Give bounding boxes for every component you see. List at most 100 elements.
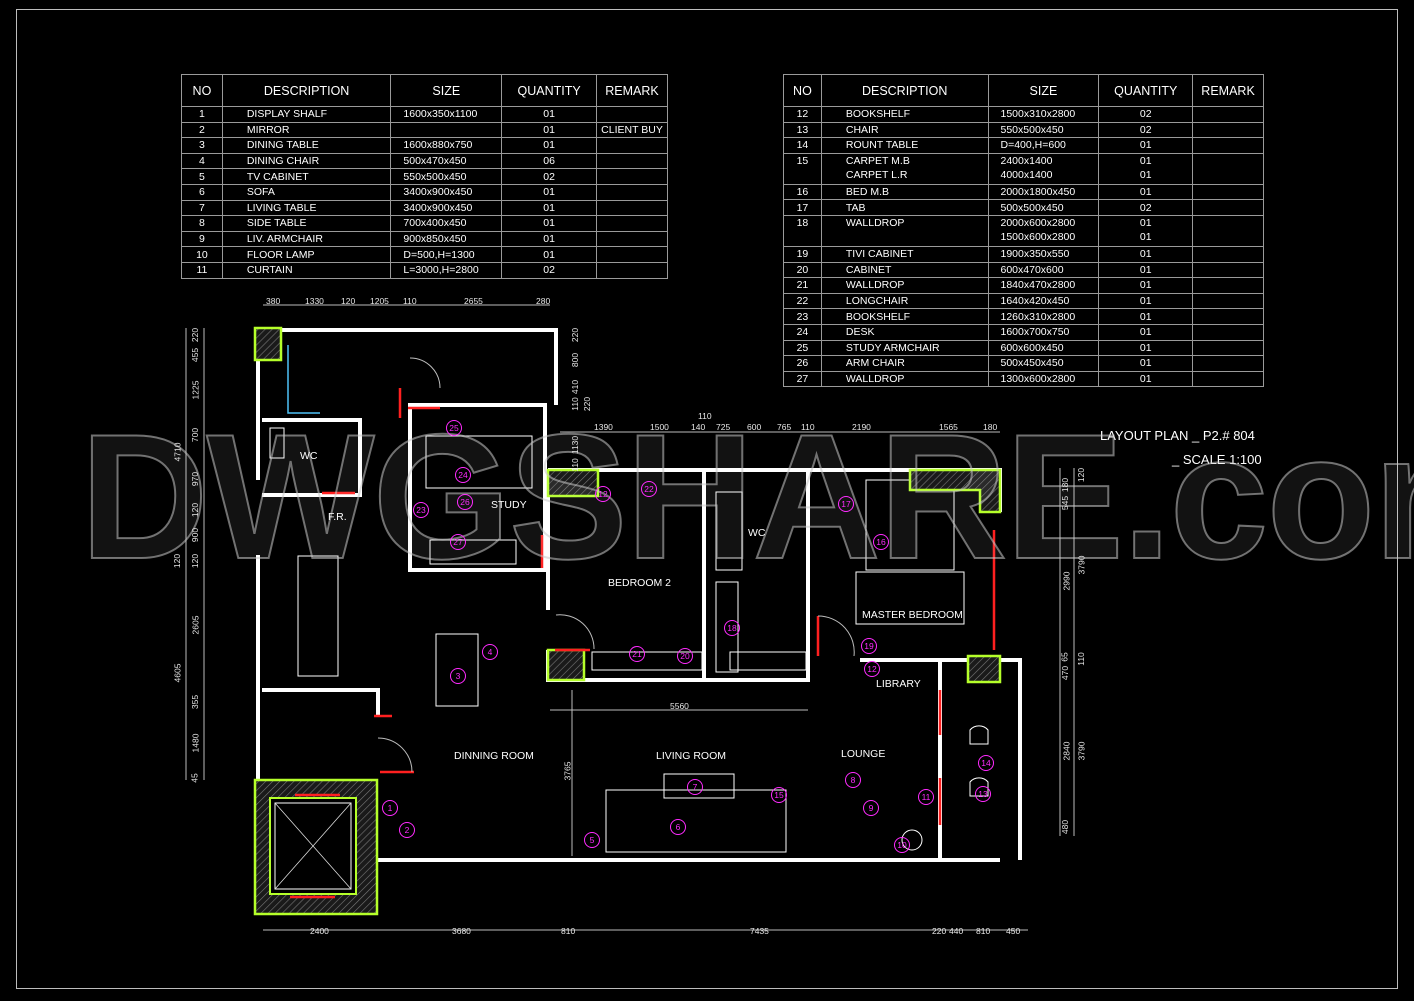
cell-size: 550x500x450 <box>390 168 503 185</box>
dimension-label: 455 <box>190 347 201 363</box>
header-size: SIZE <box>987 74 1100 107</box>
dimension-label: 4605 <box>172 663 183 683</box>
cell-remark <box>596 261 668 279</box>
cell-no: 27 <box>783 370 822 388</box>
dimension-label: 180 <box>983 422 998 432</box>
schedule-header-row: NO DESCRIPTION SIZE QUANTITY REMARK <box>181 74 668 107</box>
cell-no: 15 <box>783 152 822 185</box>
furniture-tag: 25 <box>446 420 462 436</box>
room-label-study: STUDY <box>491 499 527 511</box>
cell-size: 600x470x600 <box>987 261 1100 279</box>
dimension-label: 1130 <box>570 435 581 455</box>
room-label-fr: F.R. <box>328 511 347 523</box>
dimension-label: 120 <box>172 553 183 569</box>
dimension-label: 410 <box>570 379 581 395</box>
dimension-label: 140 <box>691 422 706 432</box>
dimension-label: 725 <box>716 422 731 432</box>
dimension-label: 2655 <box>464 296 483 306</box>
dimension-label: 220 <box>570 327 581 343</box>
dimension-label: 600 <box>747 422 762 432</box>
dimension-label: 970 <box>190 471 201 487</box>
dimension-label: 470 <box>1060 665 1071 681</box>
dimension-label: 110 <box>1075 652 1086 666</box>
furniture-tag: 16 <box>873 534 889 550</box>
cell-description: WALLDROP <box>820 370 989 388</box>
furniture-tag: 9 <box>863 800 879 816</box>
furniture-tag: 12 <box>864 661 880 677</box>
dimension-label: 220 <box>582 396 593 412</box>
furniture-tag: 10 <box>894 837 910 853</box>
cell-size: 1900x350x550 <box>987 245 1100 263</box>
cell-description: DINING CHAIR <box>221 152 392 170</box>
dimension-label: 120 <box>190 502 201 518</box>
cell-size: 1600x350x1100 <box>390 106 503 123</box>
furniture-tag: 1 <box>382 800 398 816</box>
drawing-title: LAYOUT PLAN _ P2.# 804 <box>1100 428 1255 443</box>
furniture-tag: 4 <box>482 644 498 660</box>
title-block: LAYOUT PLAN _ P2.# 804 _ SCALE 1:100 <box>1100 424 1262 472</box>
cell-size: 500x450x450 <box>987 355 1100 372</box>
dimension-label: 45 <box>189 773 200 783</box>
cell-size: 500x470x450 <box>390 152 503 170</box>
cell-size: 1500x310x2800 <box>987 106 1100 123</box>
dimension-label: 765 <box>777 422 792 432</box>
dimension-label: 2840 <box>1061 741 1072 761</box>
header-size: SIZE <box>390 74 503 107</box>
cell-remark <box>1192 214 1264 247</box>
furniture-tag: 14 <box>978 755 994 771</box>
room-label-library: LIBRARY <box>876 678 921 690</box>
dimension-label: 3680 <box>452 926 471 936</box>
cell-description: TIVI CABINET <box>820 245 989 263</box>
dimension-label: 220 <box>190 327 201 343</box>
dimension-label: 180 <box>1060 477 1071 493</box>
cell-description: DISPLAY SHALF <box>221 106 392 123</box>
dimension-label: 1225 <box>190 380 201 400</box>
header-quantity: QUANTITY <box>1098 74 1194 107</box>
dimension-label: 1480 <box>190 733 201 753</box>
furniture-tag: 23 <box>413 502 429 518</box>
room-label-dining-room: DINNING ROOM <box>454 750 534 762</box>
cell-description: WALLDROP <box>820 214 989 247</box>
dimension-label: 1330 <box>305 296 324 306</box>
dimension-label: 545 <box>1060 495 1071 511</box>
header-quantity: QUANTITY <box>501 74 598 107</box>
dimension-label: 1500 <box>650 422 669 432</box>
dimension-label: 3790 <box>1076 741 1087 761</box>
cell-description: TV CABINET <box>221 168 392 185</box>
dimension-label: 810 <box>976 926 991 936</box>
cell-size: 1300x600x2800 <box>987 370 1100 388</box>
furniture-tag: 19 <box>861 638 877 654</box>
dimension-label: 380 <box>266 296 281 306</box>
furniture-tag: 2 <box>399 822 415 838</box>
cell-description: DINING TABLE <box>221 137 392 154</box>
dimension-label: 120 <box>341 296 356 306</box>
drawing-scale: _ SCALE 1:100 <box>1172 452 1262 467</box>
furniture-tag: 5 <box>584 832 600 848</box>
dimension-label: 5560 <box>670 701 689 711</box>
furniture-tag: 22 <box>641 481 657 497</box>
dimension-label: 110 <box>569 458 580 472</box>
dimension-label: 450 <box>1006 926 1021 936</box>
cell-size: 1840x470x2800 <box>987 277 1100 294</box>
room-label-wc: WC <box>300 450 318 462</box>
dimension-label: 440 <box>949 926 964 936</box>
dimension-label: 2990 <box>1061 571 1072 591</box>
furniture-tag: 12 <box>595 486 611 502</box>
